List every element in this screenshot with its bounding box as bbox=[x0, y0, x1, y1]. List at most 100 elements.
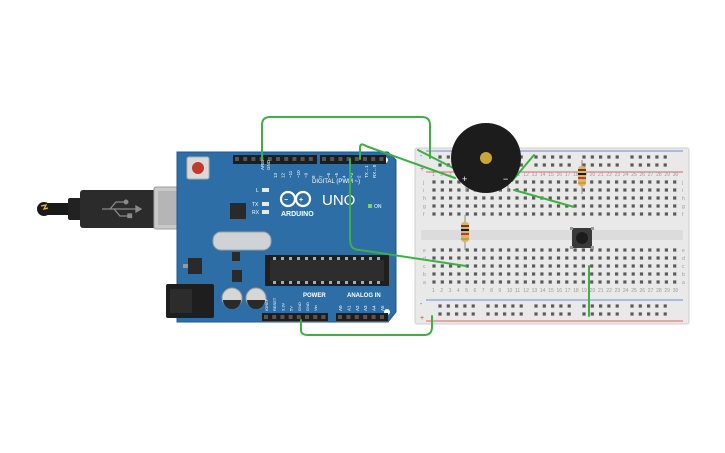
breadboard-hole[interactable] bbox=[615, 280, 619, 284]
breadboard-hole[interactable] bbox=[523, 280, 527, 284]
breadboard-hole[interactable] bbox=[623, 264, 627, 268]
breadboard-hole[interactable] bbox=[648, 272, 652, 276]
rail-hole[interactable] bbox=[519, 304, 523, 308]
breadboard-hole[interactable] bbox=[515, 272, 519, 276]
breadboard-hole[interactable] bbox=[606, 248, 610, 252]
breadboard-hole[interactable] bbox=[664, 188, 668, 192]
header-hole[interactable] bbox=[371, 157, 376, 161]
breadboard-hole[interactable] bbox=[631, 272, 635, 276]
header-hole[interactable] bbox=[308, 157, 313, 161]
breadboard-hole[interactable] bbox=[573, 272, 577, 276]
breadboard-hole[interactable] bbox=[573, 196, 577, 200]
breadboard-hole[interactable] bbox=[532, 280, 536, 284]
rail-hole[interactable] bbox=[567, 312, 571, 316]
rail-hole[interactable] bbox=[559, 312, 563, 316]
breadboard-hole[interactable] bbox=[581, 204, 585, 208]
breadboard-hole[interactable] bbox=[615, 204, 619, 208]
rail-hole[interactable] bbox=[534, 312, 538, 316]
breadboard-hole[interactable] bbox=[673, 272, 677, 276]
breadboard-hole[interactable] bbox=[556, 188, 561, 192]
breadboard-hole[interactable] bbox=[656, 256, 660, 260]
rail-hole[interactable] bbox=[567, 163, 571, 167]
breadboard-hole[interactable] bbox=[648, 264, 652, 268]
rail-hole[interactable] bbox=[638, 163, 642, 167]
header-hole[interactable] bbox=[276, 157, 280, 161]
breadboard-hole[interactable] bbox=[648, 248, 652, 252]
breadboard-hole[interactable] bbox=[498, 196, 502, 200]
breadboard-hole[interactable] bbox=[606, 180, 610, 184]
breadboard-hole[interactable] bbox=[457, 280, 461, 284]
rail-hole[interactable] bbox=[534, 163, 538, 167]
rail-hole[interactable] bbox=[630, 304, 634, 308]
breadboard-hole[interactable] bbox=[465, 248, 469, 252]
header-hole[interactable] bbox=[264, 315, 268, 319]
breadboard-hole[interactable] bbox=[473, 280, 478, 284]
breadboard-hole[interactable] bbox=[449, 212, 453, 216]
breadboard-hole[interactable] bbox=[432, 204, 436, 208]
breadboard-hole[interactable] bbox=[540, 248, 544, 252]
rail-hole[interactable] bbox=[511, 312, 515, 316]
rail-hole[interactable] bbox=[663, 312, 667, 316]
breadboard-hole[interactable] bbox=[573, 180, 577, 184]
breadboard-hole[interactable] bbox=[507, 196, 511, 200]
rail-hole[interactable] bbox=[615, 312, 619, 316]
breadboard-hole[interactable] bbox=[623, 196, 627, 200]
rail-hole[interactable] bbox=[503, 304, 507, 308]
breadboard-hole[interactable] bbox=[639, 212, 644, 216]
rail-hole[interactable] bbox=[494, 312, 498, 316]
breadboard-hole[interactable] bbox=[673, 264, 677, 268]
breadboard-hole[interactable] bbox=[606, 256, 610, 260]
rail-hole[interactable] bbox=[607, 155, 611, 159]
breadboard-hole[interactable] bbox=[581, 212, 585, 216]
rail-hole[interactable] bbox=[663, 163, 667, 167]
breadboard-hole[interactable] bbox=[432, 256, 436, 260]
breadboard-hole[interactable] bbox=[540, 212, 544, 216]
breadboard-hole[interactable] bbox=[639, 256, 644, 260]
breadboard-hole[interactable] bbox=[606, 264, 610, 268]
breadboard-hole[interactable] bbox=[507, 264, 511, 268]
breadboard-hole[interactable] bbox=[440, 204, 444, 208]
breadboard-hole[interactable] bbox=[532, 264, 536, 268]
rail-hole[interactable] bbox=[559, 304, 563, 308]
breadboard-hole[interactable] bbox=[532, 188, 536, 192]
breadboard-hole[interactable] bbox=[498, 188, 502, 192]
breadboard-hole[interactable] bbox=[590, 256, 594, 260]
breadboard-hole[interactable] bbox=[656, 248, 660, 252]
breadboard-hole[interactable] bbox=[673, 212, 677, 216]
breadboard-hole[interactable] bbox=[540, 188, 544, 192]
breadboard-hole[interactable] bbox=[631, 204, 635, 208]
breadboard-hole[interactable] bbox=[432, 264, 436, 268]
breadboard-hole[interactable] bbox=[598, 272, 602, 276]
header-hole[interactable] bbox=[280, 315, 285, 319]
breadboard-hole[interactable] bbox=[432, 280, 436, 284]
breadboard-hole[interactable] bbox=[457, 264, 461, 268]
rail-hole[interactable] bbox=[655, 312, 659, 316]
breadboard-hole[interactable] bbox=[673, 188, 677, 192]
breadboard-hole[interactable] bbox=[623, 212, 627, 216]
rail-hole[interactable] bbox=[663, 155, 667, 159]
breadboard-hole[interactable] bbox=[515, 280, 519, 284]
rail-hole[interactable] bbox=[607, 304, 611, 308]
rail-hole[interactable] bbox=[438, 155, 442, 159]
breadboard-hole[interactable] bbox=[573, 188, 577, 192]
rail-hole[interactable] bbox=[503, 312, 507, 316]
breadboard-hole[interactable] bbox=[482, 280, 486, 284]
breadboard-hole[interactable] bbox=[507, 280, 511, 284]
breadboard-hole[interactable] bbox=[623, 256, 627, 260]
breadboard-hole[interactable] bbox=[639, 188, 644, 192]
breadboard-hole[interactable] bbox=[548, 188, 552, 192]
rail-hole[interactable] bbox=[542, 155, 546, 159]
breadboard-hole[interactable] bbox=[565, 212, 569, 216]
rail-hole[interactable] bbox=[471, 304, 475, 308]
rail-hole[interactable] bbox=[519, 312, 523, 316]
breadboard-hole[interactable] bbox=[565, 256, 569, 260]
breadboard-hole[interactable] bbox=[631, 248, 635, 252]
breadboard-hole[interactable] bbox=[473, 248, 478, 252]
rail-hole[interactable] bbox=[655, 163, 659, 167]
breadboard-hole[interactable] bbox=[548, 272, 552, 276]
breadboard-hole[interactable] bbox=[465, 280, 469, 284]
wire-buzzer-negative[interactable] bbox=[513, 189, 575, 208]
breadboard-hole[interactable] bbox=[473, 204, 478, 208]
breadboard-hole[interactable] bbox=[664, 212, 668, 216]
breadboard-hole[interactable] bbox=[598, 188, 602, 192]
